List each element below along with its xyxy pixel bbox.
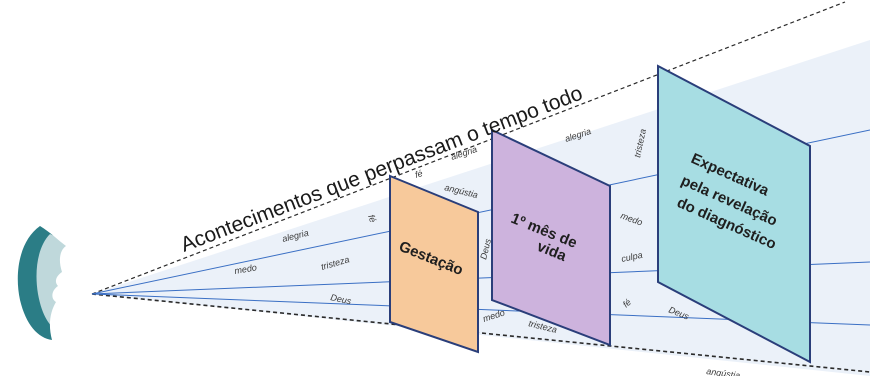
cone-top-edge bbox=[91, 1, 846, 295]
word-medo: medo bbox=[234, 262, 258, 276]
panel-expectativa bbox=[657, 64, 811, 364]
cone-bottom-edge bbox=[91, 293, 870, 373]
word-fe: fé bbox=[414, 168, 424, 180]
face-profile-icon bbox=[17, 226, 76, 340]
word-fe: fé bbox=[366, 213, 378, 223]
panel-primeiro-mes bbox=[491, 128, 611, 347]
word-deus: Deus bbox=[330, 292, 353, 306]
word-angustia: angústia bbox=[706, 366, 741, 376]
panel-gestacao bbox=[389, 174, 479, 354]
word-culpa: culpa bbox=[620, 250, 643, 264]
